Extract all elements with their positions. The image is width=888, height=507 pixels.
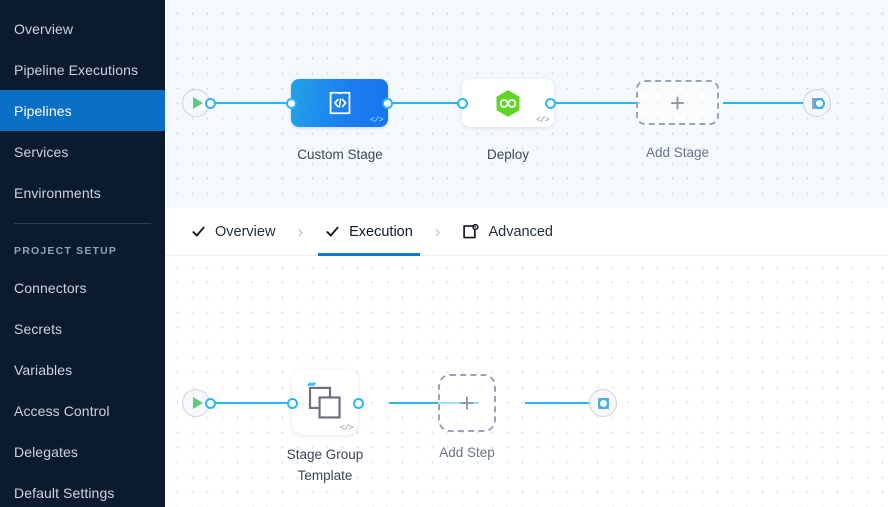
sidebar-item-label: Delegates [14, 443, 78, 460]
edge-exec-start-to-template [195, 402, 326, 404]
stacked-squares-icon [307, 382, 341, 419]
sidebar-item-label: Variables [14, 361, 73, 378]
tab-label: Overview [215, 223, 276, 240]
sidebar-item-label: Default Settings [14, 484, 115, 501]
sidebar-item-access-control[interactable]: Access Control [0, 390, 165, 431]
port-deploy-out[interactable] [545, 98, 556, 109]
play-icon [192, 397, 203, 409]
edge-custom-to-deploy [387, 102, 469, 104]
add-stage-label: Add Stage [645, 145, 710, 160]
sidebar: Overview Pipeline Executions Pipelines S… [0, 0, 165, 507]
sidebar-item-environments[interactable]: Environments [0, 172, 165, 213]
tab-label: Advanced [488, 223, 553, 240]
sidebar-item-overview[interactable]: Overview [0, 8, 165, 49]
port-start-out[interactable] [205, 98, 216, 109]
sidebar-item-services[interactable]: Services [0, 131, 165, 172]
stage-graph: </> Custom Stage </> Deploy + Add Stage [165, 0, 888, 507]
stage-label-custom-stage: Custom Stage [297, 147, 383, 162]
tab-execution[interactable]: Execution [311, 208, 427, 256]
edge-template-to-addstep [389, 402, 479, 404]
sidebar-item-pipelines[interactable]: Pipelines [0, 90, 165, 131]
play-icon [192, 97, 203, 109]
deploy-hexagon-infinity-icon [496, 89, 520, 117]
tab-advanced[interactable]: Advanced [448, 208, 567, 256]
port-template-out[interactable] [353, 398, 364, 409]
sidebar-item-variables[interactable]: Variables [0, 349, 165, 390]
port-exec-end-in[interactable] [598, 398, 609, 409]
execution-canvas[interactable] [165, 256, 888, 507]
check-icon [326, 226, 339, 237]
execution-label-stage-group-template: Stage Group Template [261, 444, 389, 486]
port-custom-in[interactable] [286, 98, 297, 109]
execution-node-stage-group-template[interactable]: </> [292, 369, 358, 435]
sidebar-item-default-settings[interactable]: Default Settings [0, 472, 165, 507]
sidebar-item-label: Pipeline Executions [14, 61, 139, 78]
sidebar-item-pipeline-executions[interactable]: Pipeline Executions [0, 49, 165, 90]
port-template-in[interactable] [287, 398, 298, 409]
add-stage-button[interactable]: + [636, 80, 719, 125]
stage-node-custom-stage[interactable]: </> [291, 79, 388, 127]
add-step-label: Add Step [439, 445, 495, 460]
sidebar-item-label: Pipelines [14, 102, 72, 119]
execution-graph: </> Stage Group Template + Add Step [165, 256, 888, 507]
sidebar-item-label: Access Control [14, 402, 110, 419]
sidebar-item-secrets[interactable]: Secrets [0, 308, 165, 349]
pipeline-tabs: Overview › Execution › Advanced [165, 208, 888, 256]
stage-canvas[interactable] [165, 0, 888, 208]
label-line-1: Stage Group [286, 447, 364, 462]
tab-separator: › [297, 221, 304, 241]
edge-start-to-custom [195, 102, 325, 104]
plus-icon: + [669, 87, 686, 118]
sidebar-section-title: PROJECT SETUP [14, 245, 118, 257]
sidebar-item-label: Services [14, 143, 69, 160]
code-badge: </> [370, 116, 383, 125]
plus-icon: + [459, 388, 475, 418]
sidebar-item-label: Secrets [14, 320, 63, 337]
sidebar-item-delegates[interactable]: Delegates [0, 431, 165, 472]
edge-addstep-to-end [525, 402, 603, 404]
main-content: </> Custom Stage </> Deploy + Add Stage [165, 0, 888, 507]
code-badge: </> [536, 116, 549, 125]
sidebar-item-label: Environments [14, 184, 101, 201]
edge-add-to-end [723, 102, 819, 104]
sidebar-divider [14, 223, 151, 224]
sidebar-item-label: Connectors [14, 279, 87, 296]
add-step-button[interactable]: + [438, 374, 496, 432]
port-custom-out[interactable] [382, 98, 393, 109]
check-icon [192, 226, 205, 237]
tab-label: Execution [349, 223, 413, 240]
edge-deploy-to-add [550, 102, 640, 104]
port-deploy-in[interactable] [457, 98, 468, 109]
custom-stage-code-icon [329, 91, 350, 115]
tab-overview[interactable]: Overview [177, 208, 289, 256]
code-badge: </> [340, 424, 353, 433]
port-end-in[interactable] [814, 98, 825, 109]
label-line-2: Template [297, 468, 353, 483]
sidebar-item-connectors[interactable]: Connectors [0, 267, 165, 308]
tab-separator: › [434, 221, 441, 241]
stage-label-deploy: Deploy [486, 147, 530, 162]
port-exec-start-out[interactable] [205, 398, 216, 409]
sidebar-item-label: Overview [14, 20, 74, 37]
stage-node-deploy[interactable]: </> [462, 79, 554, 127]
advanced-card-gear-icon [463, 223, 479, 238]
